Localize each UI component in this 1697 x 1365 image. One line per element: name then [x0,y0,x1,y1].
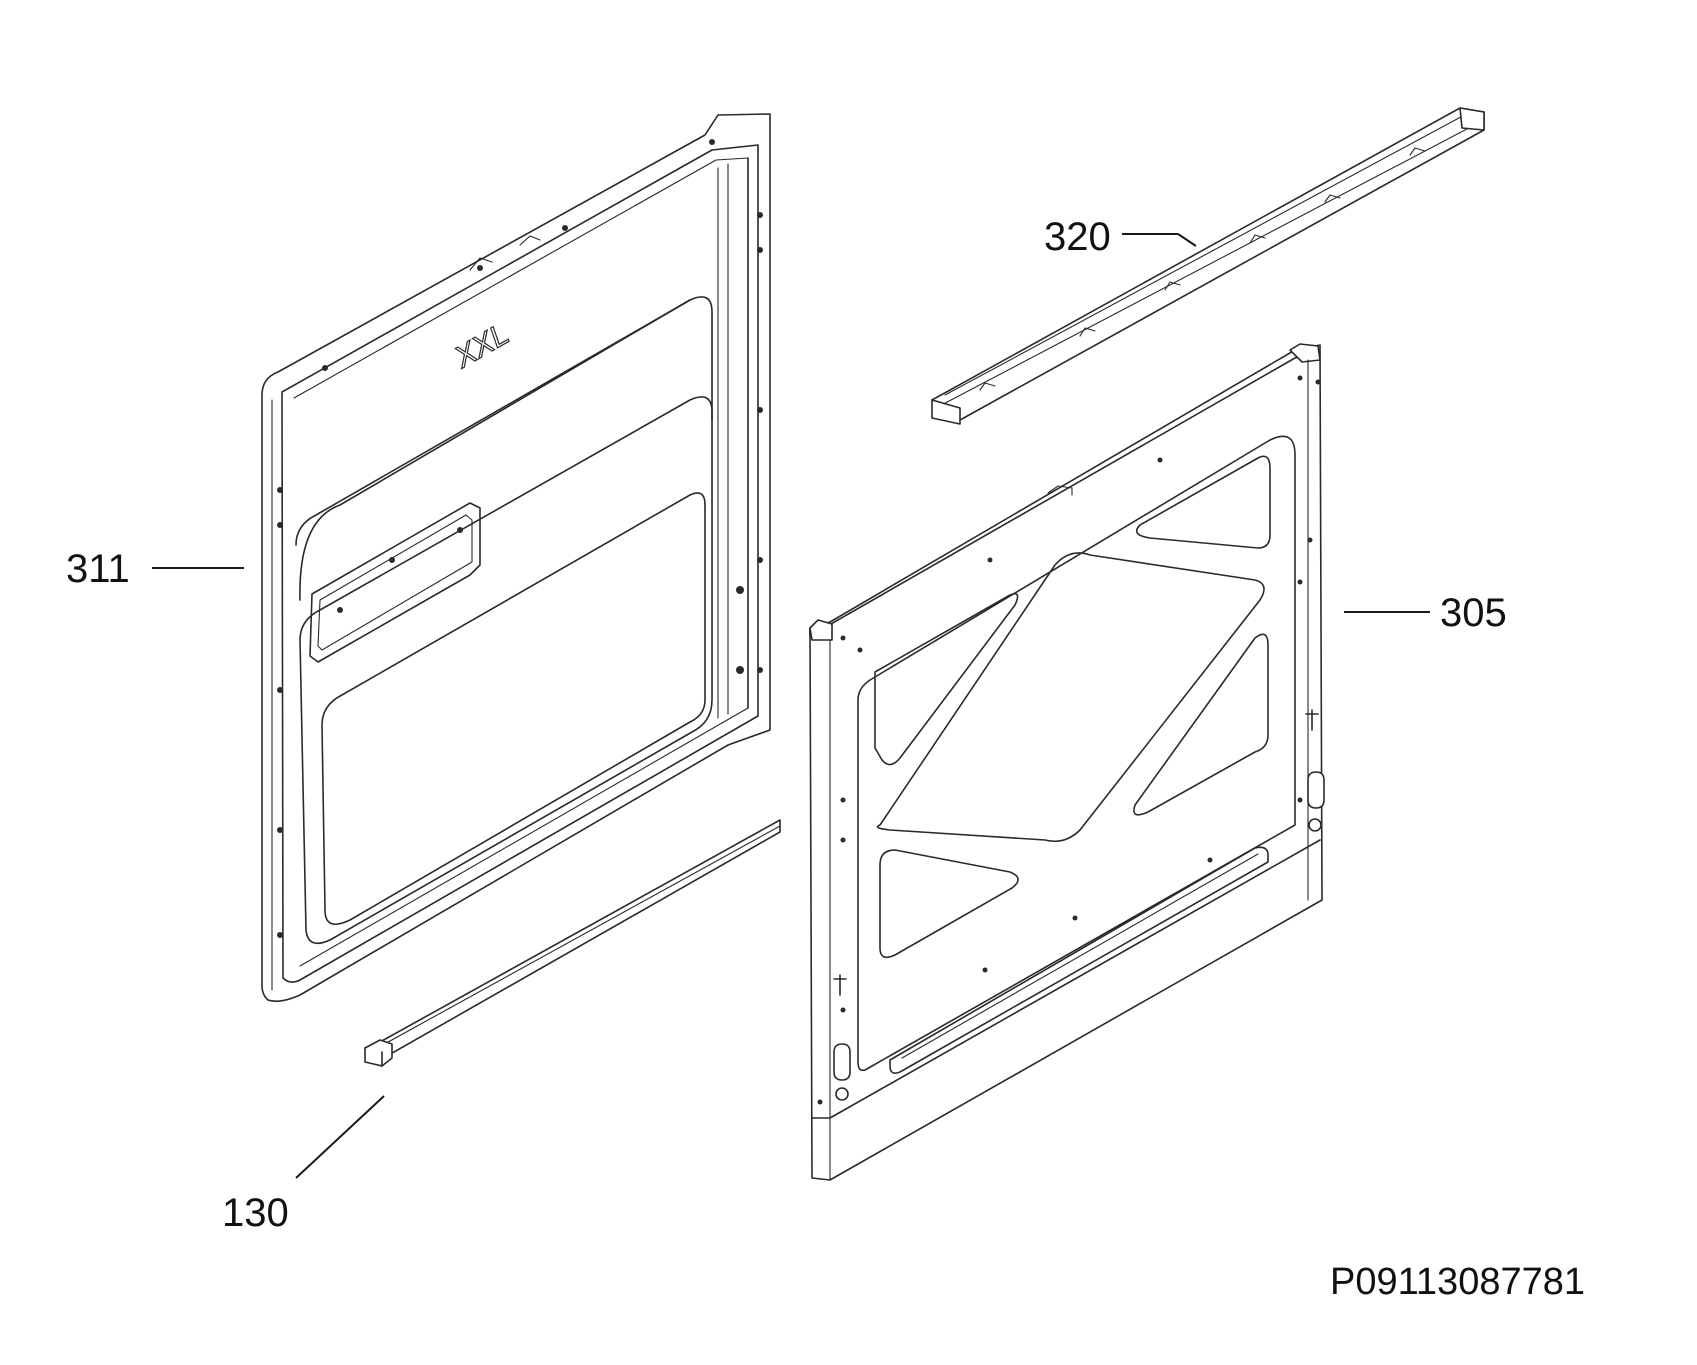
inner-door-panel: XXL [261,113,771,1002]
leader-line-320-diag [1177,233,1197,247]
top-rail [931,107,1485,425]
callout-320: 320 [1044,215,1111,259]
lower-seal-strip [364,819,781,1067]
callout-130: 130 [222,1191,289,1235]
callout-311: 311 [66,547,130,591]
outer-door-panel [809,343,1325,1181]
diagram-reference-code: P09113087781 [1330,1261,1585,1303]
leader-line-130 [295,1095,385,1179]
callout-305: 305 [1440,591,1507,635]
